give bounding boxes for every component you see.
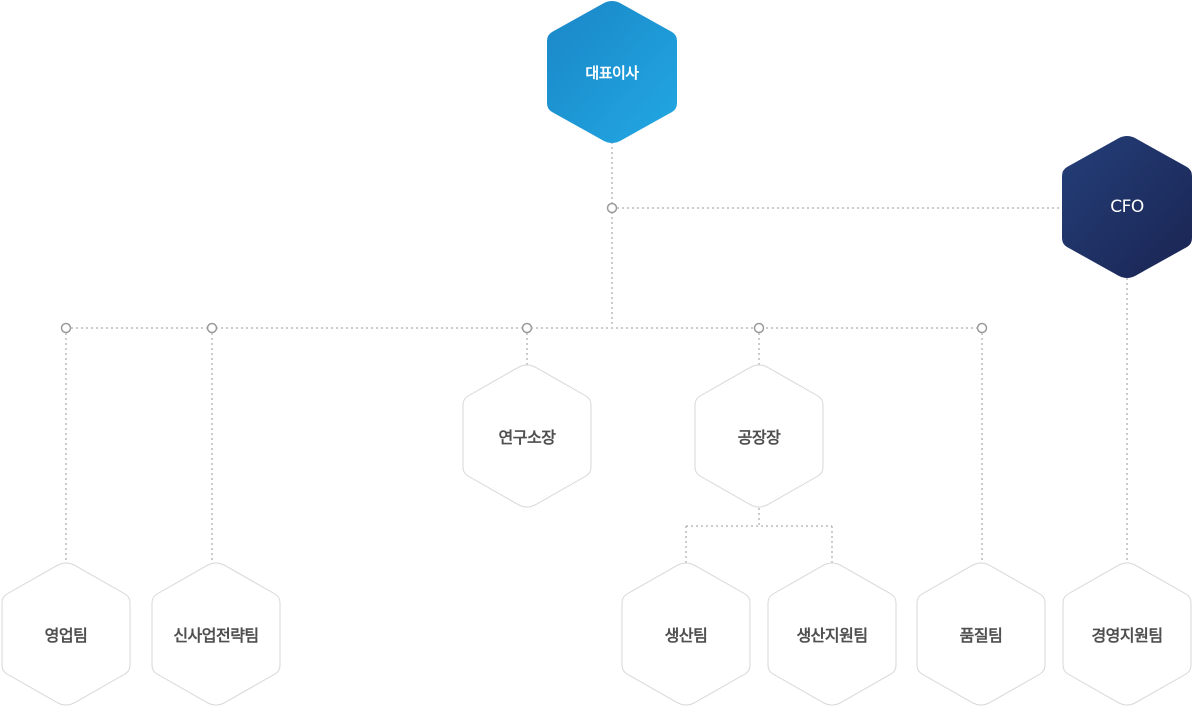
cfo-node[interactable]: CFO [1061, 135, 1193, 279]
junction-node [753, 322, 765, 334]
junction-node [976, 322, 988, 334]
team-production-support-label: 생산지원팀 [796, 626, 868, 645]
hexagon-outline [767, 562, 897, 706]
ceo-node[interactable]: 대표이사 [546, 0, 678, 144]
hexagon-shape [547, 1, 677, 143]
team-new-biz-label: 신사업전략팀 [173, 626, 259, 645]
team-quality-node[interactable]: 품질팀 [916, 562, 1046, 706]
research-label: 연구소장 [498, 428, 556, 447]
junction-node [60, 322, 72, 334]
hexagon-outline [621, 562, 751, 706]
cfo-label: CFO [1110, 197, 1144, 217]
factory-label: 공장장 [737, 428, 781, 447]
hexagon-outline [694, 364, 824, 508]
team-sales-label: 영업팀 [44, 626, 88, 645]
ceo-label: 대표이사 [585, 63, 639, 82]
junction-node [606, 202, 618, 214]
hexagon-shape [1062, 136, 1192, 278]
factory-node[interactable]: 공장장 [694, 364, 824, 508]
junction-node [206, 322, 218, 334]
team-new-biz-node[interactable]: 신사업전략팀 [151, 562, 281, 706]
team-quality-label: 품질팀 [959, 626, 1003, 645]
hexagon-outline [916, 562, 1046, 706]
hexagon-outline [1, 562, 131, 706]
team-management-support-node[interactable]: 경영지원팀 [1062, 562, 1192, 706]
team-sales-node[interactable]: 영업팀 [1, 562, 131, 706]
hexagon-outline [462, 364, 592, 508]
junction-node [521, 322, 533, 334]
hexagon-outline [151, 562, 281, 706]
hexagon-outline [1062, 562, 1192, 706]
team-production-node[interactable]: 생산팀 [621, 562, 751, 706]
team-management-support-label: 경영지원팀 [1091, 626, 1163, 645]
team-production-label: 생산팀 [664, 626, 708, 645]
research-node[interactable]: 연구소장 [462, 364, 592, 508]
team-production-support-node[interactable]: 생산지원팀 [767, 562, 897, 706]
